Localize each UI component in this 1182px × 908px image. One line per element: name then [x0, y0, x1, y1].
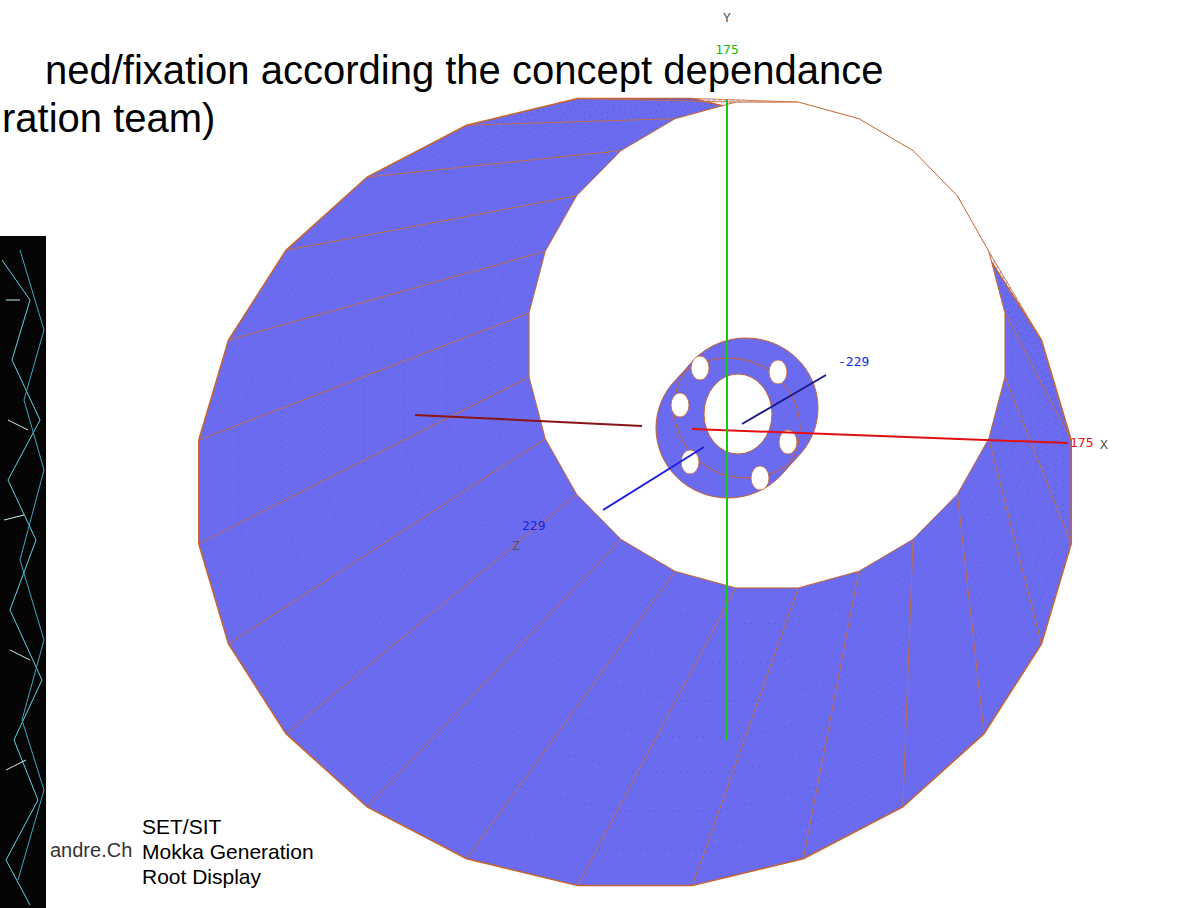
x-axis: [692, 429, 1068, 443]
facet-edge: [367, 539, 621, 807]
facet-edge: [692, 98, 798, 102]
axis-name: Z: [512, 538, 520, 554]
facet-edge: [1005, 377, 1071, 544]
axis-value: 229: [522, 518, 545, 534]
author-name: andre.Ch: [50, 838, 132, 862]
facet-edge: [578, 588, 736, 886]
sit-back-edge: [674, 338, 818, 478]
side-screenshot: [0, 236, 46, 908]
axis-value: 175: [1070, 435, 1093, 451]
sit-cylinder: [656, 338, 818, 498]
axis-name: Y: [723, 10, 731, 26]
facet-edge: [803, 571, 858, 858]
screenshot-trace: [18, 250, 44, 880]
facet-edge: [467, 571, 676, 858]
sensor-dots: [404, 101, 1031, 701]
slide-text: ration team): [2, 94, 215, 142]
sit-cutout: [671, 393, 689, 417]
facet-edge: [367, 151, 621, 177]
sensor-dots: [238, 99, 1063, 850]
facet-edge: [228, 251, 545, 340]
sensor-dots: [489, 102, 1012, 624]
figure-caption: SET/SIT: [142, 814, 221, 839]
z-axis: [603, 447, 704, 510]
facet-edge: [228, 439, 545, 644]
screenshot-ground: [0, 236, 46, 908]
cylinder-opening: [529, 102, 1005, 588]
sit-bore: [704, 374, 772, 454]
facet-edge: [957, 494, 984, 734]
y-axis: [726, 100, 728, 740]
x-axis-back: [415, 415, 642, 426]
facet-edge: [467, 119, 676, 126]
z-axis-back: [742, 375, 826, 424]
facet-edge: [1005, 313, 1071, 440]
sensor-dots: [446, 101, 1021, 662]
facet-edge: [199, 313, 529, 440]
sensor-dots: [324, 100, 1046, 773]
facet-edge: [989, 439, 1042, 644]
figure-caption: Root Display: [142, 864, 261, 889]
axis-name: X: [1100, 437, 1108, 453]
sit-cutout: [691, 356, 709, 380]
slide-text: ned/fixation according the concept depen…: [45, 46, 883, 94]
sit-cutout: [751, 466, 769, 490]
screenshot-trace: [4, 300, 30, 770]
sensor-dots: [281, 99, 1054, 811]
facet-edge: [199, 377, 529, 544]
facet-edge: [692, 588, 798, 886]
facet-edge: [286, 196, 577, 250]
set-cylinder: [199, 98, 1071, 885]
cylinder-outer-edge: [199, 98, 1071, 885]
facet-edge: [903, 539, 913, 807]
sit-cutout: [681, 450, 699, 474]
axis-value: -229: [838, 354, 869, 370]
axes: [415, 100, 1068, 740]
sit-cutout: [769, 360, 787, 384]
facet-edge: [286, 494, 577, 734]
sensor-dots: [364, 100, 1038, 737]
figure-caption: Mokka Generation: [142, 839, 314, 864]
